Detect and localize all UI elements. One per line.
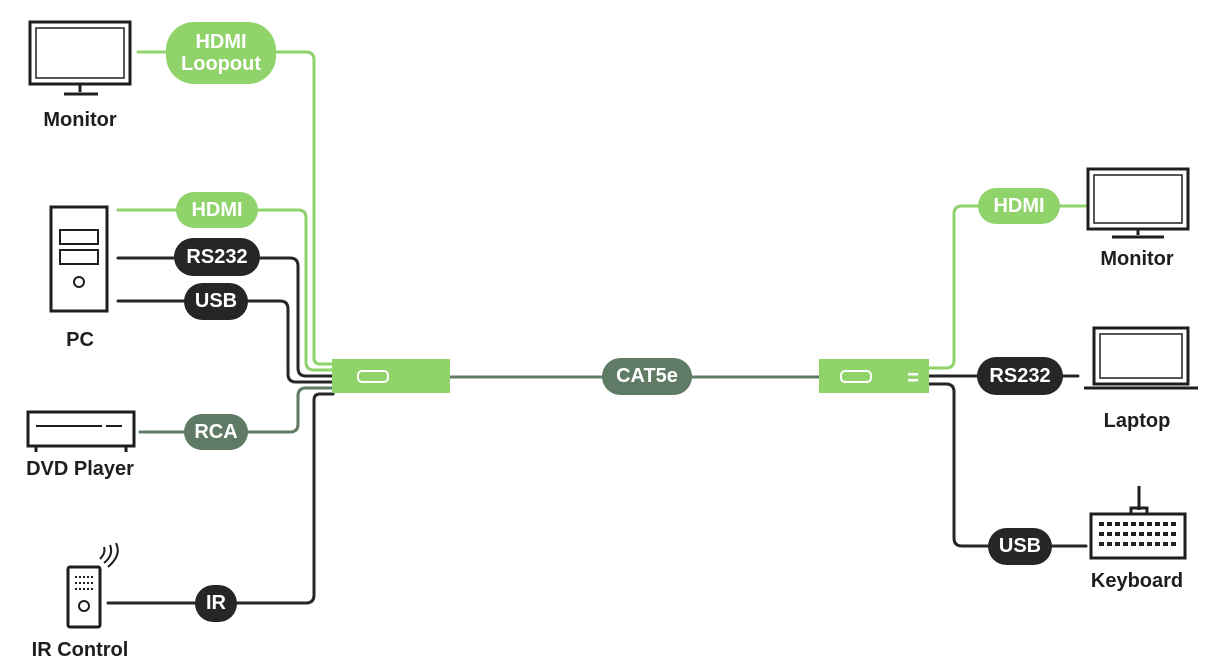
remote-control-icon <box>66 543 119 629</box>
pc-label: PC <box>66 329 94 351</box>
dvd-player-icon <box>26 410 136 452</box>
laptop-label: Laptop <box>1103 410 1171 432</box>
wire-dvd-rca <box>138 386 335 434</box>
wire-pc-rs232 <box>116 256 335 378</box>
rx-usb-pill: USB <box>988 528 1052 565</box>
ir-pill: IR <box>195 585 237 622</box>
monitor-left-label: Monitor <box>43 109 117 131</box>
cat5e-pill: CAT5e <box>602 358 692 395</box>
dvd-player-label: DVD Player <box>26 458 134 480</box>
wire-rx-usb <box>926 382 1088 548</box>
hdmi-loopout-line2: Loopout <box>181 53 261 75</box>
pc-usb-pill: USB <box>184 283 248 320</box>
monitor-icon <box>28 20 132 96</box>
rx-hdmi-pill: HDMI <box>978 188 1060 224</box>
receiver-unit-icon <box>819 359 929 393</box>
dvd-rca-pill: RCA <box>184 414 248 450</box>
keyboard-icon <box>1089 486 1187 560</box>
wire-pc-hdmi <box>116 208 335 372</box>
pc-tower-icon <box>49 205 109 313</box>
monitor-icon <box>1086 167 1190 239</box>
pc-rs232-pill: RS232 <box>174 238 260 276</box>
laptop-icon <box>1084 326 1198 390</box>
wire-hdmi-loopout <box>136 50 335 366</box>
hdmi-loopout-line1: HDMI <box>195 31 247 53</box>
wire-pc-usb <box>116 299 335 384</box>
rx-rs232-pill: RS232 <box>977 357 1063 395</box>
monitor-right-label: Monitor <box>1100 248 1174 270</box>
wire-ir <box>106 392 335 605</box>
pc-hdmi-pill: HDMI <box>176 192 258 228</box>
keyboard-label: Keyboard <box>1090 570 1184 592</box>
transmitter-unit-icon <box>332 359 450 393</box>
ir-control-label: IR Control <box>31 639 129 661</box>
hdmi-loopout-pill: HDMI Loopout <box>166 22 276 84</box>
wire-rx-hdmi <box>926 204 1088 370</box>
